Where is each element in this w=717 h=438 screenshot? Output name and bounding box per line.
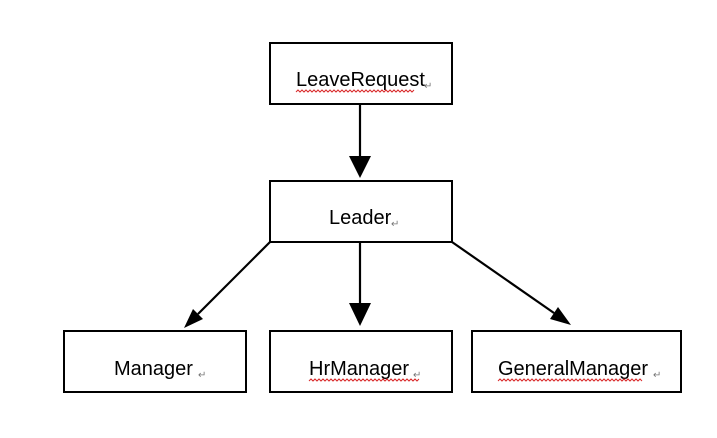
edges <box>184 104 571 328</box>
node-hr-manager-label: HrManager <box>309 358 409 380</box>
paragraph-mark-icon: ↵ <box>413 370 421 381</box>
paragraph-mark-icon: ↵ <box>391 219 399 230</box>
node-leader-label: Leader <box>329 207 392 229</box>
node-leave-request: LeaveRequest ↵ <box>269 42 453 105</box>
edge-leader-to-manager <box>184 241 271 328</box>
node-leader: Leader ↵ <box>269 180 453 243</box>
node-hr-manager: HrManager ↵ <box>269 330 453 393</box>
paragraph-mark-icon: ↵ <box>653 370 661 381</box>
node-manager-label: Manager <box>114 358 193 380</box>
edge-leader-to-generalmanager <box>451 241 571 325</box>
spellcheck-underline <box>497 378 643 382</box>
paragraph-mark-icon: ↵ <box>198 370 206 381</box>
node-general-manager-label: GeneralManager <box>498 358 648 380</box>
spellcheck-underline <box>295 89 415 93</box>
node-leave-request-label: LeaveRequest <box>296 69 425 91</box>
edge-leaverequest-to-leader <box>349 104 371 178</box>
node-general-manager: GeneralManager ↵ <box>471 330 682 393</box>
node-manager: Manager ↵ <box>63 330 247 393</box>
spellcheck-underline <box>308 378 420 382</box>
paragraph-mark-icon: ↵ <box>424 81 432 92</box>
edge-leader-to-hrmanager <box>349 242 371 326</box>
